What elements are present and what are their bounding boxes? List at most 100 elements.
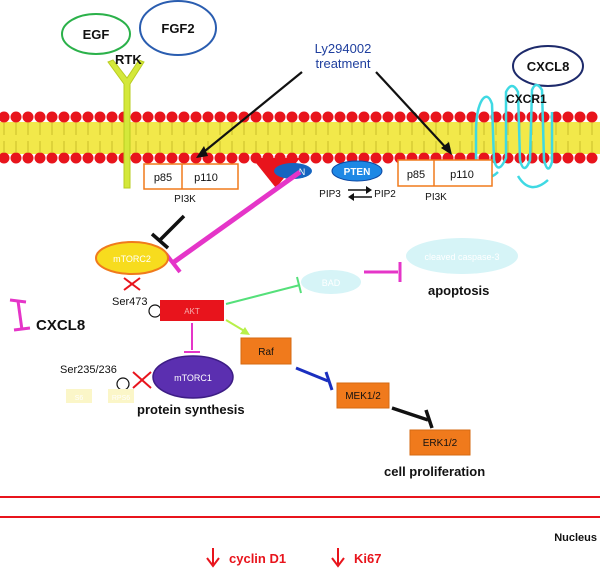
cleaved-caspase-label: cleaved caspase-3 [424,252,499,262]
lipid-head [154,152,166,164]
pip3-label: PIP3 [319,189,341,200]
pip-equilibrium-arrows [348,186,372,201]
pi3k-right-p110: p110 [450,169,474,181]
lipid-head [478,111,490,123]
protein-synthesis-label: protein synthesis [137,402,245,417]
treatment-line1: Ly294002 [315,41,372,56]
pi3k-right-p85: p85 [407,169,425,181]
pi3k-right-complex [397,159,493,187]
mek-label: MEK1/2 [345,391,381,402]
lipid-head [370,152,382,164]
cxcl8-ligand [512,45,584,87]
lipid-head [382,111,394,123]
lipid-head [10,152,22,164]
pten-partial-ellipse [274,163,312,179]
pten-inhibit-line [172,169,302,265]
ser473-label: Ser473 [112,296,147,308]
cleaved-caspase-node [406,238,518,274]
lipid-head [178,152,190,164]
lipid-head [82,152,94,164]
lipid-head [0,152,10,164]
lipid-head [70,152,82,164]
pi3k-left-label: PI3K [174,194,196,205]
treatment-arrow-right [375,71,449,151]
ser235-phospho-circle [116,377,130,391]
lipid-head [166,111,178,123]
raf-mek-bar [324,371,334,391]
lipid-head [358,111,370,123]
cxcl8-bar-bottom [13,326,31,332]
egf-ligand [61,13,131,55]
cxcl8-inhibit-stem [16,300,24,331]
lipid-head [310,111,322,123]
lipid-head [562,111,574,123]
lipid-head [298,152,310,164]
mtorc1-label: mTORC1 [174,373,212,383]
lipid-head [298,111,310,123]
lipid-head [466,111,478,123]
lipid-head [430,111,442,123]
rtk-receptor [107,59,145,189]
treatment-line2: treatment [316,56,371,71]
mek-erk-line [391,406,429,422]
pi3k-left-p110: p110 [194,172,218,184]
lipid-head [238,152,250,164]
pten-ellipse [331,160,383,182]
akt-label: AKT [184,307,200,316]
rps6-label: RPS6 [112,395,130,402]
mek-erk-bar [424,409,434,429]
cxcr1-label: CXCR1 [506,92,547,106]
lipid-head [34,111,46,123]
pten-label: PTEN [344,167,371,178]
raf-node [240,337,292,365]
lipid-head [178,111,190,123]
ki67-label: Ki67 [354,551,381,566]
lipid-head [310,152,322,164]
lipid-head [370,111,382,123]
pi3k-left-p85: p85 [154,172,172,184]
lipid-head [34,152,46,164]
cxcl8-inhibit-label: CXCL8 [36,317,85,334]
lipid-head [94,152,106,164]
ser235-block-x [132,371,152,389]
mtorc1-node [152,355,234,399]
lipid-head [10,111,22,123]
lipid-head [262,111,274,123]
lipid-head [82,111,94,123]
lipid-head [346,111,358,123]
akt-raf-arrowhead [240,327,250,335]
ser235-label: Ser235/236 [60,364,117,376]
s6-label: S6 [75,395,84,402]
lipid-head [274,111,286,123]
lipid-head [214,152,226,164]
mtorc2-block-x [123,277,141,291]
pi3k-mtorc2-bar [150,232,170,250]
rtk-label: RTK [115,52,142,67]
down-arrow-icon [331,548,345,568]
cxcl8-ligand-label: CXCL8 [527,59,570,74]
lipid-head [502,111,514,123]
mtorc2-node [95,241,169,275]
lipid-head [142,152,154,164]
down-arrow-icon [206,548,220,568]
lipid-head [0,111,10,123]
mek-node [336,382,390,409]
lipid-head [562,152,574,164]
raf-mek-line [295,366,329,383]
rps6-box [108,389,134,403]
lipid-head [514,111,526,123]
apoptosis-label: apoptosis [428,283,489,298]
akt-node [160,300,224,321]
lipid-head [106,152,118,164]
akt-bad-line [225,284,301,305]
mtorc2-label: mTORC2 [113,254,151,264]
lipid-head [130,111,142,123]
pi3k-right-label: PI3K [425,192,447,203]
lipid-head [574,152,586,164]
bad-label: BAD [322,278,341,288]
ser473-phospho-circle [148,304,162,318]
lipid-head [190,111,202,123]
s6-box [66,389,92,403]
erk-node [409,429,471,456]
